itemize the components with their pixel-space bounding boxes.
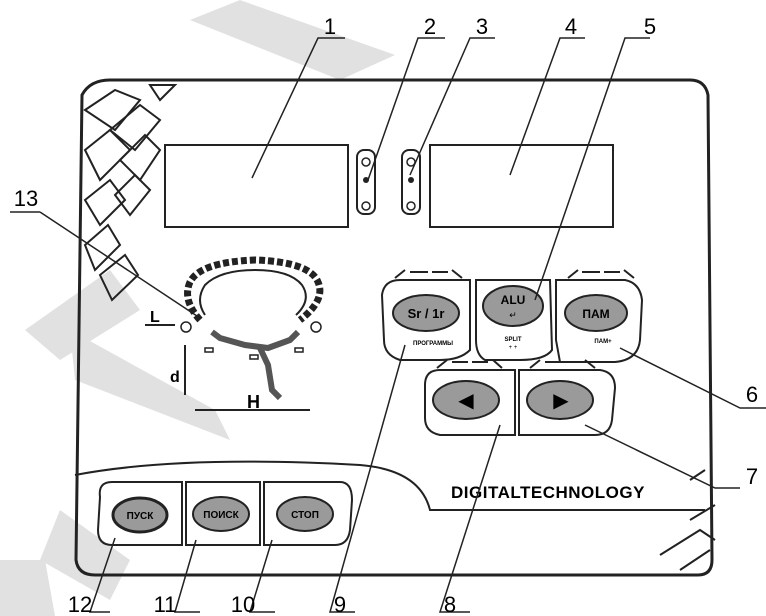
callout-12: 12 — [68, 592, 92, 616]
sr-button-label: Sr / 1r — [408, 306, 445, 321]
pam-button-sub: ПАМ+ — [594, 339, 612, 345]
leader-lines — [10, 37, 766, 613]
alu-button-sub: SPLIT — [504, 337, 521, 343]
stop-button[interactable]: СТОП — [276, 496, 334, 532]
alu-button[interactable]: ALU ↵ SPLIT + + — [482, 285, 544, 351]
callout-6: 6 — [746, 382, 758, 407]
right-arrow-button[interactable]: ▶ — [526, 380, 594, 420]
alu-button-mid: ↵ — [509, 310, 517, 320]
callout-3: 3 — [476, 14, 488, 39]
pam-button-label: ПАМ — [582, 307, 609, 321]
callout-7: 7 — [746, 464, 758, 489]
search-button-label: ПОИСК — [203, 510, 239, 521]
display-left — [164, 144, 349, 228]
brand-logo: DIGITALTECHNOLOGY — [451, 483, 645, 502]
panel-inner-curve — [74, 460, 705, 511]
bottom-button-bar — [96, 481, 354, 546]
search-button[interactable]: ПОИСК — [192, 496, 250, 532]
alu-button-sub2: + + — [509, 345, 518, 351]
panel-outline — [74, 78, 714, 577]
arrow-button-bar — [424, 359, 617, 436]
callout-8: 8 — [444, 592, 456, 616]
tire-schematic — [145, 256, 324, 411]
dim-L: L — [150, 309, 160, 326]
watermark — [0, 0, 395, 616]
indicator-left — [356, 149, 376, 215]
stop-button-label: СТОП — [291, 510, 319, 521]
alu-button-label: ALU — [501, 293, 526, 307]
callout-1: 1 — [324, 14, 336, 39]
sr-button-sub: ПРОГРАММЫ — [413, 341, 453, 347]
callout-9: 9 — [334, 592, 346, 616]
right-arrow-icon: ▶ — [553, 390, 569, 412]
corner-decoration — [659, 469, 716, 571]
tread-pattern — [83, 84, 178, 302]
start-button-label: ПУСК — [127, 511, 155, 522]
pam-button[interactable]: ПАМ ПАМ+ — [564, 294, 628, 345]
callout-2: 2 — [424, 14, 436, 39]
dim-H: H — [247, 392, 260, 412]
callout-5: 5 — [644, 14, 656, 39]
start-button[interactable]: ПУСК — [111, 496, 169, 534]
left-arrow-button[interactable]: ◀ — [432, 380, 500, 420]
display-right — [429, 144, 614, 228]
callout-4: 4 — [565, 14, 577, 39]
left-arrow-icon: ◀ — [458, 390, 474, 412]
callout-11: 11 — [154, 592, 177, 616]
sr-button[interactable]: Sr / 1r ПРОГРАММЫ — [392, 294, 460, 347]
callout-10: 10 — [231, 592, 255, 616]
dim-d: d — [170, 369, 180, 386]
callout-13: 13 — [14, 186, 38, 211]
button-bar-top — [380, 269, 644, 363]
